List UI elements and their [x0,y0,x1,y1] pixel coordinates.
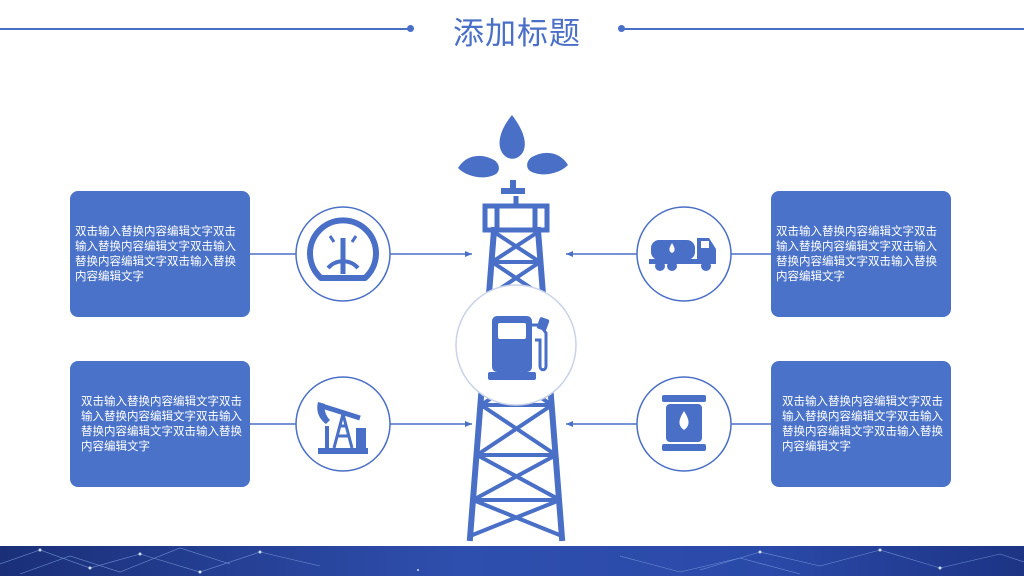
text-box-top-right-text: 双击输入替换内容编辑文字双击输入替换内容编辑文字双击输入替换内容编辑文字双击输入… [776,224,937,283]
text-box-bottom-right[interactable]: 双击输入替换内容编辑文字双击输入替换内容编辑文字双击输入替换内容编辑文字双击输入… [771,361,951,487]
text-box-bottom-left-text: 双击输入替换内容编辑文字双击输入替换内容编辑文字双击输入替换内容编辑文字双击输入… [81,394,242,453]
gauge-circle[interactable] [295,206,391,302]
pumpjack-circle[interactable] [295,376,391,472]
page-title: 添加标题 [453,16,581,52]
title-divider-right [622,28,1024,30]
title-divider-left [0,28,410,30]
network-pattern [0,547,1024,575]
gauge-icon [307,217,379,281]
oil-barrel-icon [662,395,706,451]
connector-lines [250,251,771,427]
text-box-top-left[interactable]: 双击输入替换内容编辑文字双击输入替换内容编辑文字双击输入替换内容编辑文字双击输入… [70,191,250,317]
title-divider-dot-right [618,25,625,32]
text-box-top-right[interactable]: 双击输入替换内容编辑文字双击输入替换内容编辑文字双击输入替换内容编辑文字双击输入… [771,191,951,317]
title-divider-dot-left [407,25,414,32]
tanker-truck-circle[interactable] [636,206,732,302]
center-circle[interactable] [455,284,577,406]
tanker-truck-icon [649,238,716,271]
oil-barrel-circle[interactable] [636,376,732,472]
footer-band [0,546,1024,576]
oil-industry-illustration [250,115,771,542]
text-box-top-left-text: 双击输入替换内容编辑文字双击输入替换内容编辑文字双击输入替换内容编辑文字双击输入… [75,224,236,283]
text-box-bottom-left[interactable]: 双击输入替换内容编辑文字双击输入替换内容编辑文字双击输入替换内容编辑文字双击输入… [70,361,250,487]
text-box-bottom-right-text: 双击输入替换内容编辑文字双击输入替换内容编辑文字双击输入替换内容编辑文字双击输入… [782,394,943,453]
pumpjack-icon [317,402,368,454]
fuel-pump-icon [488,316,550,380]
